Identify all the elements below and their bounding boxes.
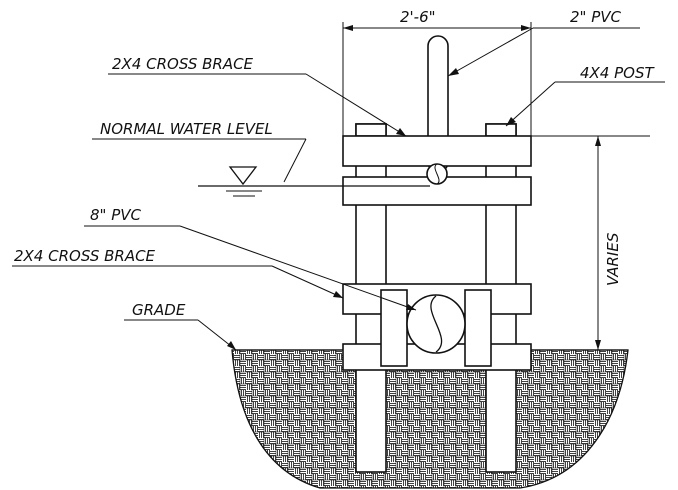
leader-post-arrow [506, 117, 516, 126]
pvc-2in-label: 2" PVC [570, 8, 622, 26]
normal-water-level-leader [283, 138, 307, 183]
leader-cross-brace-bottom [271, 265, 344, 299]
leader-cross-brace-top-arrow [396, 128, 406, 136]
pvc-8in-section-s [430, 295, 443, 353]
water-level-triangle [228, 166, 258, 186]
leader-cross-brace-top [305, 73, 407, 137]
varies-label: VARIES [604, 232, 622, 286]
normal-water-level-label: NORMAL WATER LEVEL [100, 120, 273, 138]
leader-pvc-2in-arrow [448, 68, 459, 76]
leader-pvc-2in [447, 27, 534, 77]
leader-pvc-8in [179, 225, 417, 311]
dimension-width-label: 2'-6" [400, 8, 436, 26]
pvc-2in-section-s [434, 163, 440, 185]
varies-arrow-top [595, 136, 601, 146]
top-cross-brace-upper [342, 135, 532, 167]
left-post-cap [355, 123, 387, 137]
cross-brace-top-label: 2X4 CROSS BRACE [112, 55, 254, 73]
leader-post [505, 81, 556, 127]
cross-brace-bottom-label: 2X4 CROSS BRACE [14, 247, 156, 265]
right-post-cap [485, 123, 517, 137]
leader-cross-brace-bottom-arrow [333, 291, 343, 298]
leader-grade-arrow [227, 341, 236, 350]
right-pipe-board [464, 289, 492, 367]
varies-arrow-bottom [595, 340, 601, 350]
dim-arrow-right [521, 25, 531, 31]
left-pipe-board [380, 289, 408, 367]
pvc-8in-label: 8" PVC [90, 206, 142, 224]
dim-arrow-left [343, 25, 353, 31]
grade-label: GRADE [132, 301, 186, 319]
post-4x4-label: 4X4 POST [580, 64, 656, 82]
soil-hatch-area [231, 349, 629, 489]
leader-pvc-8in-arrow [406, 304, 416, 310]
